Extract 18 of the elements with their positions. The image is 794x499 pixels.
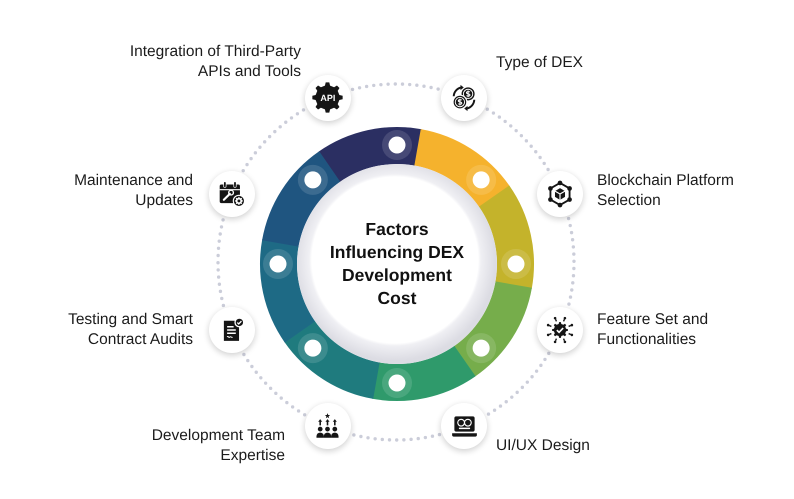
dotted-connector <box>350 432 442 442</box>
dotted-connector <box>242 352 306 416</box>
dotted-connector <box>350 82 442 92</box>
dotted-connector <box>216 216 226 308</box>
factor-label: Type of DEX <box>496 53 584 73</box>
dotted-connector <box>242 108 306 172</box>
dotted-connector <box>486 108 550 172</box>
factor-label: Maintenance and Updates <box>73 170 193 211</box>
factor-label: Integration of Third-Party APIs and Tools <box>128 42 301 82</box>
dotted-connector <box>486 352 550 416</box>
factor-label: Development Team Expertise <box>150 426 285 466</box>
dotted-connector <box>566 216 576 308</box>
center-title: Factors Influencing DEX Development Cost <box>329 218 465 310</box>
factor-label: Testing and Smart Contract Audits <box>67 310 193 350</box>
factor-label: Blockchain Platform Selection <box>596 170 735 211</box>
factor-label: Feature Set and Functionalities <box>596 310 710 350</box>
icon-text: API <box>320 94 336 103</box>
factor-label: UI/UX Design <box>496 436 591 456</box>
